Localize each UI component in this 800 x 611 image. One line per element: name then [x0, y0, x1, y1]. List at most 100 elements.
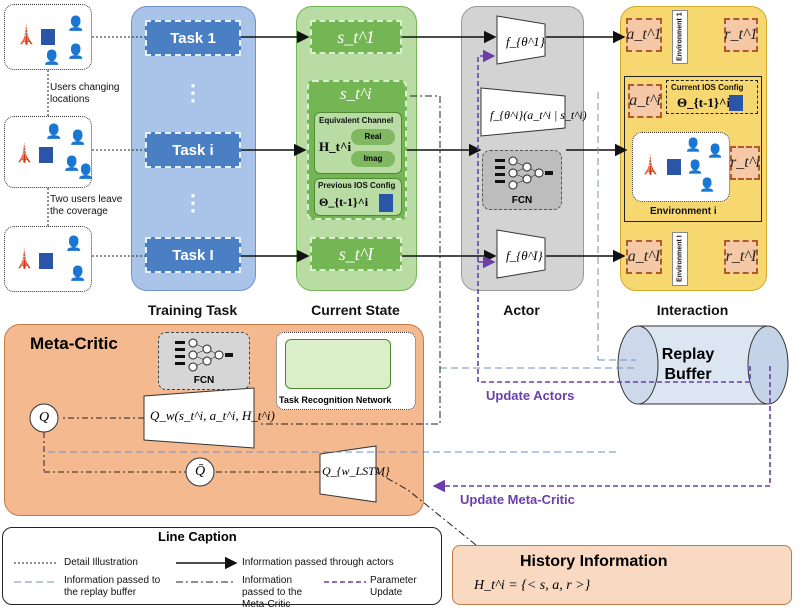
update-actors-label: Update Actors — [486, 388, 575, 403]
ios-panel-icon — [39, 253, 53, 269]
interaction-title: Interaction — [656, 302, 729, 318]
tower-icon: 🗼 — [13, 143, 36, 163]
ios-panel-icon — [667, 159, 681, 175]
ios-panel-icon — [729, 95, 743, 111]
user-icon: 👤 — [77, 163, 95, 179]
lstm-diagram — [285, 339, 391, 389]
qlstm-label: Q_{w_LSTM} — [322, 464, 390, 478]
note-users-changing: Users changing locations — [50, 82, 120, 105]
ellipsis: ⋮ — [182, 80, 204, 105]
update-meta-critic-label: Update Meta-Critic — [460, 492, 575, 507]
user-icon: 👤 — [687, 159, 704, 174]
qbar-label: Q̄ — [195, 464, 206, 479]
actor-top-shape — [496, 15, 546, 65]
user-icon: 👤 — [69, 265, 87, 281]
task-i: Task i — [145, 132, 241, 168]
user-cluster-i: 🗼 👤 👤 👤 👤 — [4, 116, 95, 188]
prev-ios-label: Previous IOS Config — [318, 181, 396, 190]
actor-fcn-label: FCN — [511, 195, 533, 206]
user-icon: 👤 — [707, 143, 724, 158]
current-ios-label: Current IOS Config — [671, 83, 744, 92]
legend-replay: Information passed to the replay buffer — [64, 575, 161, 598]
legend-actors: Information passed through actors — [242, 557, 394, 568]
tower-icon: 🗼 — [15, 25, 38, 45]
h-label: H_t^i — [319, 139, 352, 154]
prev-ios-box: Previous IOS Config Θ_{t-1}^i — [314, 178, 402, 216]
user-cluster-1: 🗼 👤 👤 👤 — [4, 4, 92, 70]
actor-top-label: f_{θ^1} — [506, 34, 545, 49]
ios-panel-icon — [39, 147, 53, 163]
current-state-title: Current State — [311, 302, 400, 318]
legend-param: Parameter Update — [370, 575, 417, 598]
qw-label: Q_w(s_t^i, a_t^i, H_t^i) — [150, 408, 275, 423]
meta-critic-title: Meta-Critic — [30, 334, 118, 353]
trn-label: Task Recognition Network — [279, 395, 392, 405]
legend-lines — [14, 556, 366, 583]
theta-prev: Θ_{t-1}^i — [319, 195, 369, 209]
action-i: a_t^i — [628, 84, 662, 118]
actor-title: Actor — [503, 302, 540, 318]
state-to-meta — [258, 95, 441, 425]
actor-fcn-box: FCN — [482, 150, 562, 210]
legend-box — [2, 527, 442, 605]
history-formula: H_t^i = {< s, a, r >} — [474, 578, 591, 593]
task-1: Task 1 — [145, 20, 241, 56]
user-icon: 👤 — [67, 15, 85, 31]
actor-trapezoids — [480, 15, 566, 279]
ios-panel-icon — [379, 194, 393, 212]
state-1: s_t^1 — [310, 20, 402, 54]
actor-bottom-label: f_{θ^I} — [506, 248, 543, 263]
history-to-qlstm — [375, 471, 477, 546]
actor-mid-label: f_{θ^i}(a_t^i | s_t^i) — [490, 108, 587, 122]
meta-fcn-box: FCN — [158, 332, 250, 390]
ellipsis: ⋮ — [182, 190, 204, 215]
neural-net-icon — [495, 156, 553, 190]
q-label: Q — [39, 410, 50, 425]
meta-shapes — [29, 387, 377, 503]
history-title: History Information — [520, 553, 668, 570]
replay-buffer-line1: Replay — [661, 346, 715, 363]
tower-icon: 🗼 — [13, 249, 36, 269]
training-task-title: Training Task — [147, 302, 238, 318]
update-actors-line — [477, 49, 751, 383]
user-icon: 👤 — [699, 177, 716, 192]
user-icon: 👤 — [45, 123, 63, 139]
environment-i-label: Environment i — [650, 206, 717, 217]
legend-meta: Information passed to the Meta-Critic — [242, 575, 303, 610]
imag-part: Imag — [351, 151, 395, 167]
reward-1: r_t^1 — [724, 18, 758, 52]
user-icon: 👤 — [685, 137, 702, 152]
task-recognition-box: Task Recognition Network — [276, 332, 416, 410]
qlstm-shape — [319, 445, 377, 503]
meta-fcn-label: FCN — [193, 375, 215, 386]
current-ios-box: Current IOS Config Θ_{t-1}^i — [666, 80, 758, 114]
legend-title: Line Caption — [158, 529, 237, 544]
tower-icon: 🗼 — [639, 155, 662, 175]
task-I: Task I — [145, 237, 241, 273]
legend-detail: Detail Illustration — [64, 557, 138, 568]
neural-net-icon — [175, 338, 233, 372]
action-1: a_t^1 — [626, 18, 662, 52]
qw-shape — [143, 387, 255, 449]
actor-bottom-shape — [496, 229, 546, 279]
note-users-leave: Two users leave the coverage — [50, 194, 123, 217]
replay-buffer-line2: Buffer — [664, 366, 712, 383]
user-icon: 👤 — [67, 43, 85, 59]
environment-i-scene: 🗼 👤 👤 👤 👤 — [632, 132, 730, 202]
action-I: a_t^I — [626, 240, 662, 274]
reward-i: r_t^i — [730, 146, 760, 180]
real-part: Real — [351, 129, 395, 145]
replay-buffer-cylinder — [617, 325, 789, 405]
theta-current: Θ_{t-1}^i — [677, 95, 731, 110]
user-icon: 👤 — [65, 235, 83, 251]
equiv-channel-box: Equivalent Channel H_t^i Real Imag — [314, 112, 402, 174]
state-i-label: s_t^i — [340, 84, 372, 103]
actor-mid-shape — [480, 87, 566, 137]
user-icon: 👤 — [43, 49, 61, 65]
user-icon: 👤 — [69, 129, 87, 145]
user-icon: 👤 — [63, 155, 81, 171]
state-I: s_t^I — [310, 237, 402, 271]
history-box — [452, 545, 792, 605]
ios-panel-icon — [41, 29, 55, 45]
